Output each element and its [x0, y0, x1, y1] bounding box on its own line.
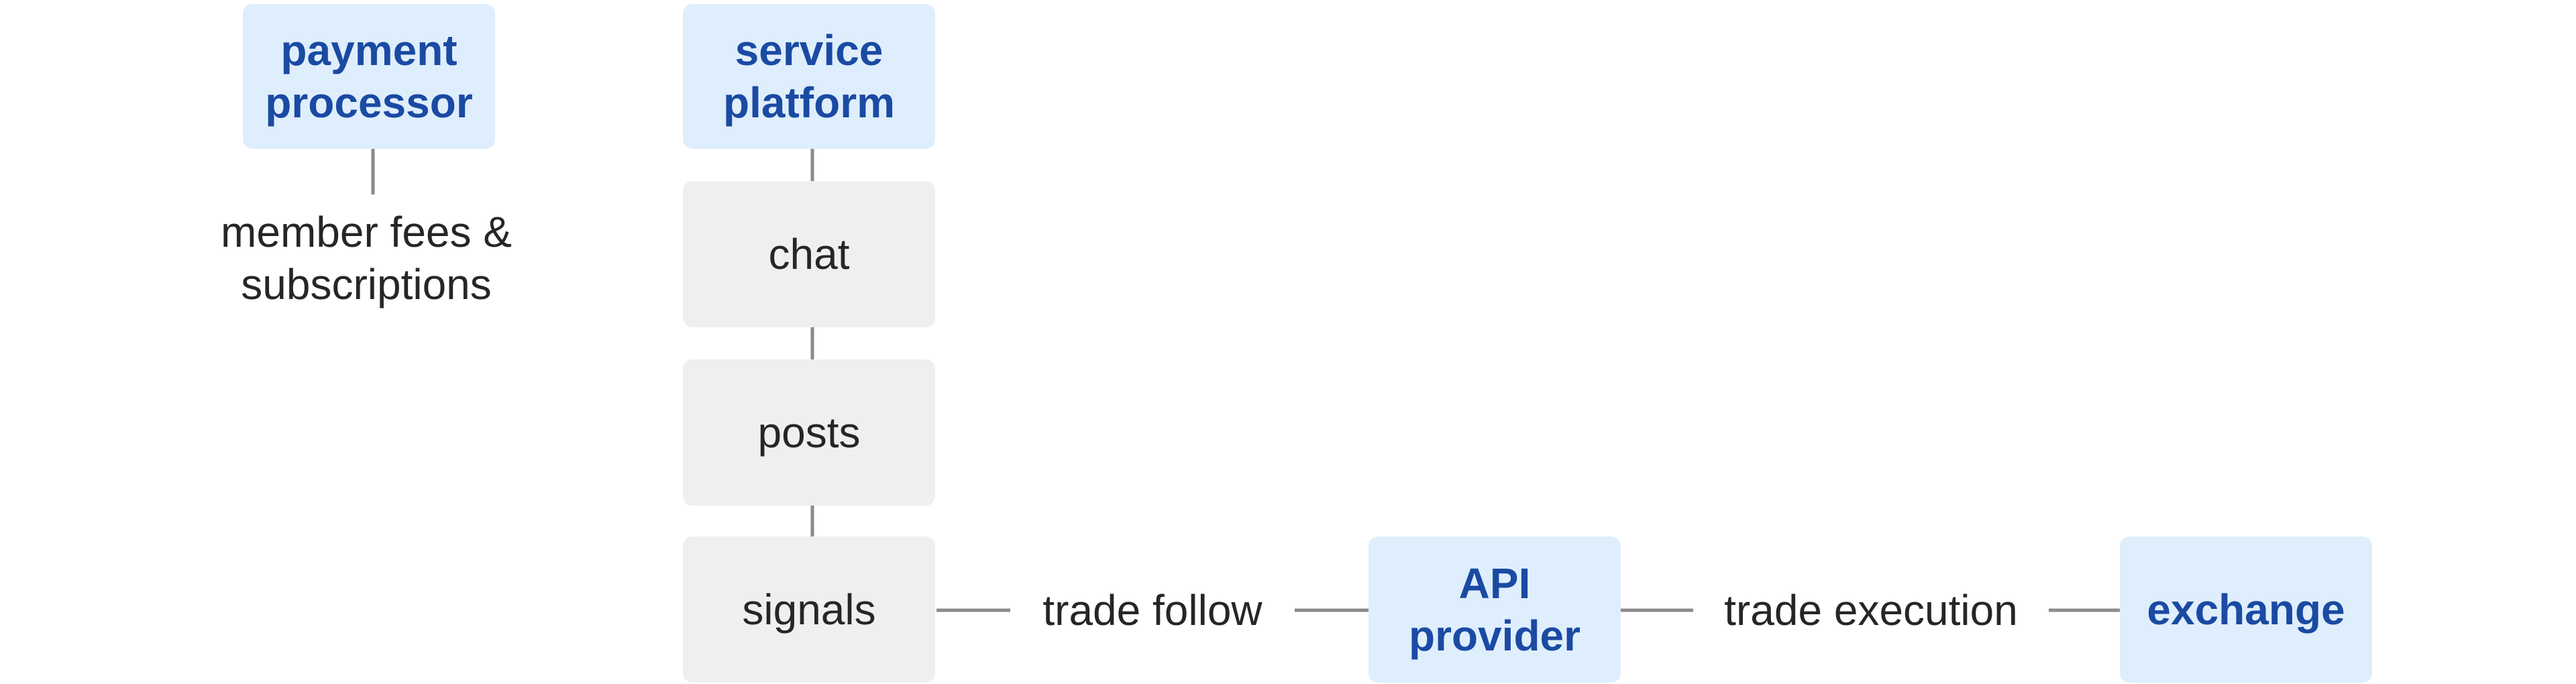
- payment-processor-node: payment processor: [243, 4, 495, 149]
- api-provider-node: API provider: [1368, 536, 1621, 683]
- exchange-node: exchange: [2120, 536, 2372, 683]
- member-fees-label: member fees & subscriptions: [221, 208, 512, 308]
- posts-node: posts: [683, 359, 935, 506]
- chat-node: chat: [683, 181, 935, 327]
- service-platform-node: service platform: [683, 4, 935, 149]
- trade-follow-label: trade follow: [1042, 586, 1263, 634]
- trade-execution-label: trade execution: [1724, 586, 2018, 634]
- signals-node: signals: [683, 536, 935, 683]
